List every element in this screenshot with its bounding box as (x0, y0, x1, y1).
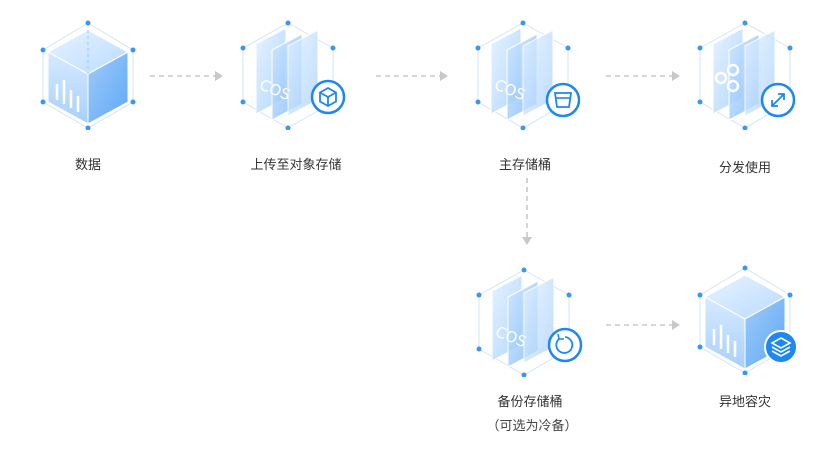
bucket-icon (545, 82, 581, 118)
node-remote (690, 265, 800, 376)
node-distribute (695, 20, 805, 131)
cos-panels-graphic: COS (475, 20, 581, 131)
node-backup: COS (474, 267, 584, 378)
refresh-icon (547, 327, 583, 363)
node-upload-label: 上传至对象存储 (250, 158, 342, 173)
node-upload: COS (238, 20, 348, 131)
node-distribute-label: 分发使用 (718, 161, 772, 176)
node-backup-sublabel: （可选为冷备） (486, 419, 578, 434)
cube-bar-chart-icon (40, 20, 136, 131)
cube-bar-chart-icon (697, 265, 798, 376)
node-remote-label: 异地容灾 (718, 395, 772, 410)
node-primary: COS (473, 20, 583, 131)
node-data-label: 数据 (74, 158, 102, 173)
node-primary-label: 主存储桶 (498, 158, 552, 173)
layers-icon (764, 330, 798, 364)
share-arrow-icon (760, 82, 796, 118)
share-panels-graphic (697, 20, 796, 131)
cos-panels-graphic: COS (240, 20, 346, 131)
node-data (33, 20, 143, 131)
node-backup-label: 备份存储桶 (497, 395, 563, 410)
cube-outline-icon (310, 79, 346, 115)
cos-panels-graphic: COS (476, 267, 583, 378)
